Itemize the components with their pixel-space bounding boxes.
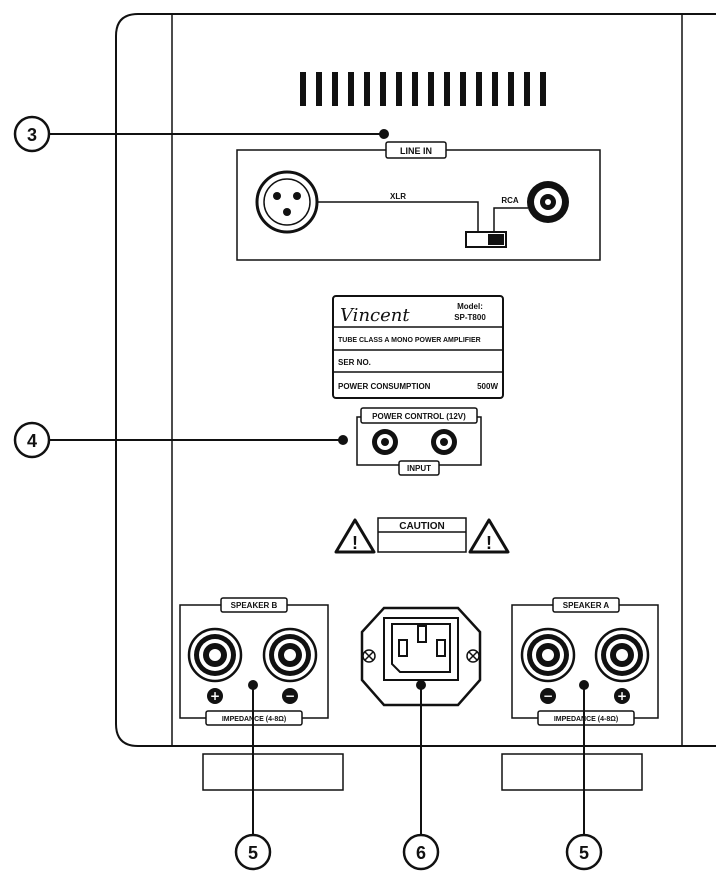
rca-leader: [493, 207, 528, 232]
inlet-screw-right-icon: [466, 649, 480, 663]
ac-power-inlet[interactable]: [360, 606, 482, 707]
speaker-b-terminal-positive[interactable]: [187, 627, 243, 683]
svg-text:6: 6: [416, 843, 426, 863]
minus-icon: −: [282, 688, 298, 704]
minus-icon: −: [540, 688, 556, 704]
xlr-connector[interactable]: [255, 170, 319, 234]
rca-connector[interactable]: [527, 181, 569, 223]
callout-6: 6: [402, 833, 440, 871]
xlr-label: XLR: [390, 192, 406, 201]
plus-icon: +: [207, 688, 223, 704]
model-label: Model:: [457, 302, 483, 311]
right-foot: [501, 753, 643, 791]
line-in-panel: LINE IN XLR RCA: [236, 141, 601, 261]
svg-text:+: +: [617, 689, 627, 703]
callout-5-left: 5: [234, 833, 272, 871]
chassis-outline: [115, 13, 716, 747]
input-selector-switch[interactable]: [465, 231, 507, 248]
serial-number-label: SER NO.: [338, 358, 371, 367]
speaker-b-panel: SPEAKER B IMPEDANCE (4-8Ω) + −: [179, 597, 329, 726]
speaker-a-terminal-negative[interactable]: [520, 627, 576, 683]
svg-text:3: 3: [27, 125, 37, 145]
plus-icon: +: [614, 688, 630, 704]
power-control-input-label: INPUT: [407, 464, 431, 473]
caution-label: CAUTION ! !: [334, 517, 510, 554]
power-consumption-value: 500W: [477, 382, 498, 391]
inlet-screw-left-icon: [362, 649, 376, 663]
speaker-a-terminal-positive[interactable]: [594, 627, 650, 683]
svg-text:4: 4: [27, 431, 37, 451]
svg-text:5: 5: [248, 843, 258, 863]
svg-text:!: !: [486, 533, 492, 553]
svg-text:!: !: [352, 533, 358, 553]
trigger-jack-right[interactable]: [431, 429, 457, 455]
nameplate: Vincent Model: SP-T800 TUBE CLASS A MONO…: [332, 295, 504, 399]
product-description: TUBE CLASS A MONO POWER AMPLIFIER: [338, 337, 481, 344]
warning-triangle-right-icon: !: [468, 518, 510, 554]
callout-3: 3: [13, 115, 51, 153]
svg-text:−: −: [543, 689, 553, 703]
power-consumption-label: POWER CONSUMPTION: [338, 382, 431, 391]
power-control-panel: POWER CONTROL (12V) INPUT: [356, 407, 482, 476]
line-in-title: LINE IN: [400, 146, 432, 156]
speaker-b-terminal-negative[interactable]: [262, 627, 318, 683]
model-number: SP-T800: [454, 313, 486, 322]
power-control-title: POWER CONTROL (12V): [372, 412, 466, 421]
warning-triangle-left-icon: !: [334, 518, 376, 554]
svg-text:−: −: [285, 689, 295, 703]
svg-text:5: 5: [579, 843, 589, 863]
speaker-b-title: SPEAKER B: [231, 601, 278, 610]
caution-text: CAUTION: [399, 521, 445, 532]
trigger-jack-left[interactable]: [372, 429, 398, 455]
speaker-a-title: SPEAKER A: [563, 601, 610, 610]
xlr-leader: [318, 201, 479, 232]
callout-5-right: 5: [565, 833, 603, 871]
callout-4: 4: [13, 421, 51, 459]
left-foot: [202, 753, 344, 791]
vent-slots: [300, 72, 546, 106]
speaker-a-panel: SPEAKER A IMPEDANCE (4-8Ω) − +: [511, 597, 659, 726]
rca-label: RCA: [501, 196, 519, 205]
callout-leaders: [50, 129, 589, 834]
svg-text:+: +: [210, 689, 220, 703]
speaker-a-impedance: IMPEDANCE (4-8Ω): [554, 716, 618, 723]
brand-logo: Vincent: [340, 305, 410, 326]
